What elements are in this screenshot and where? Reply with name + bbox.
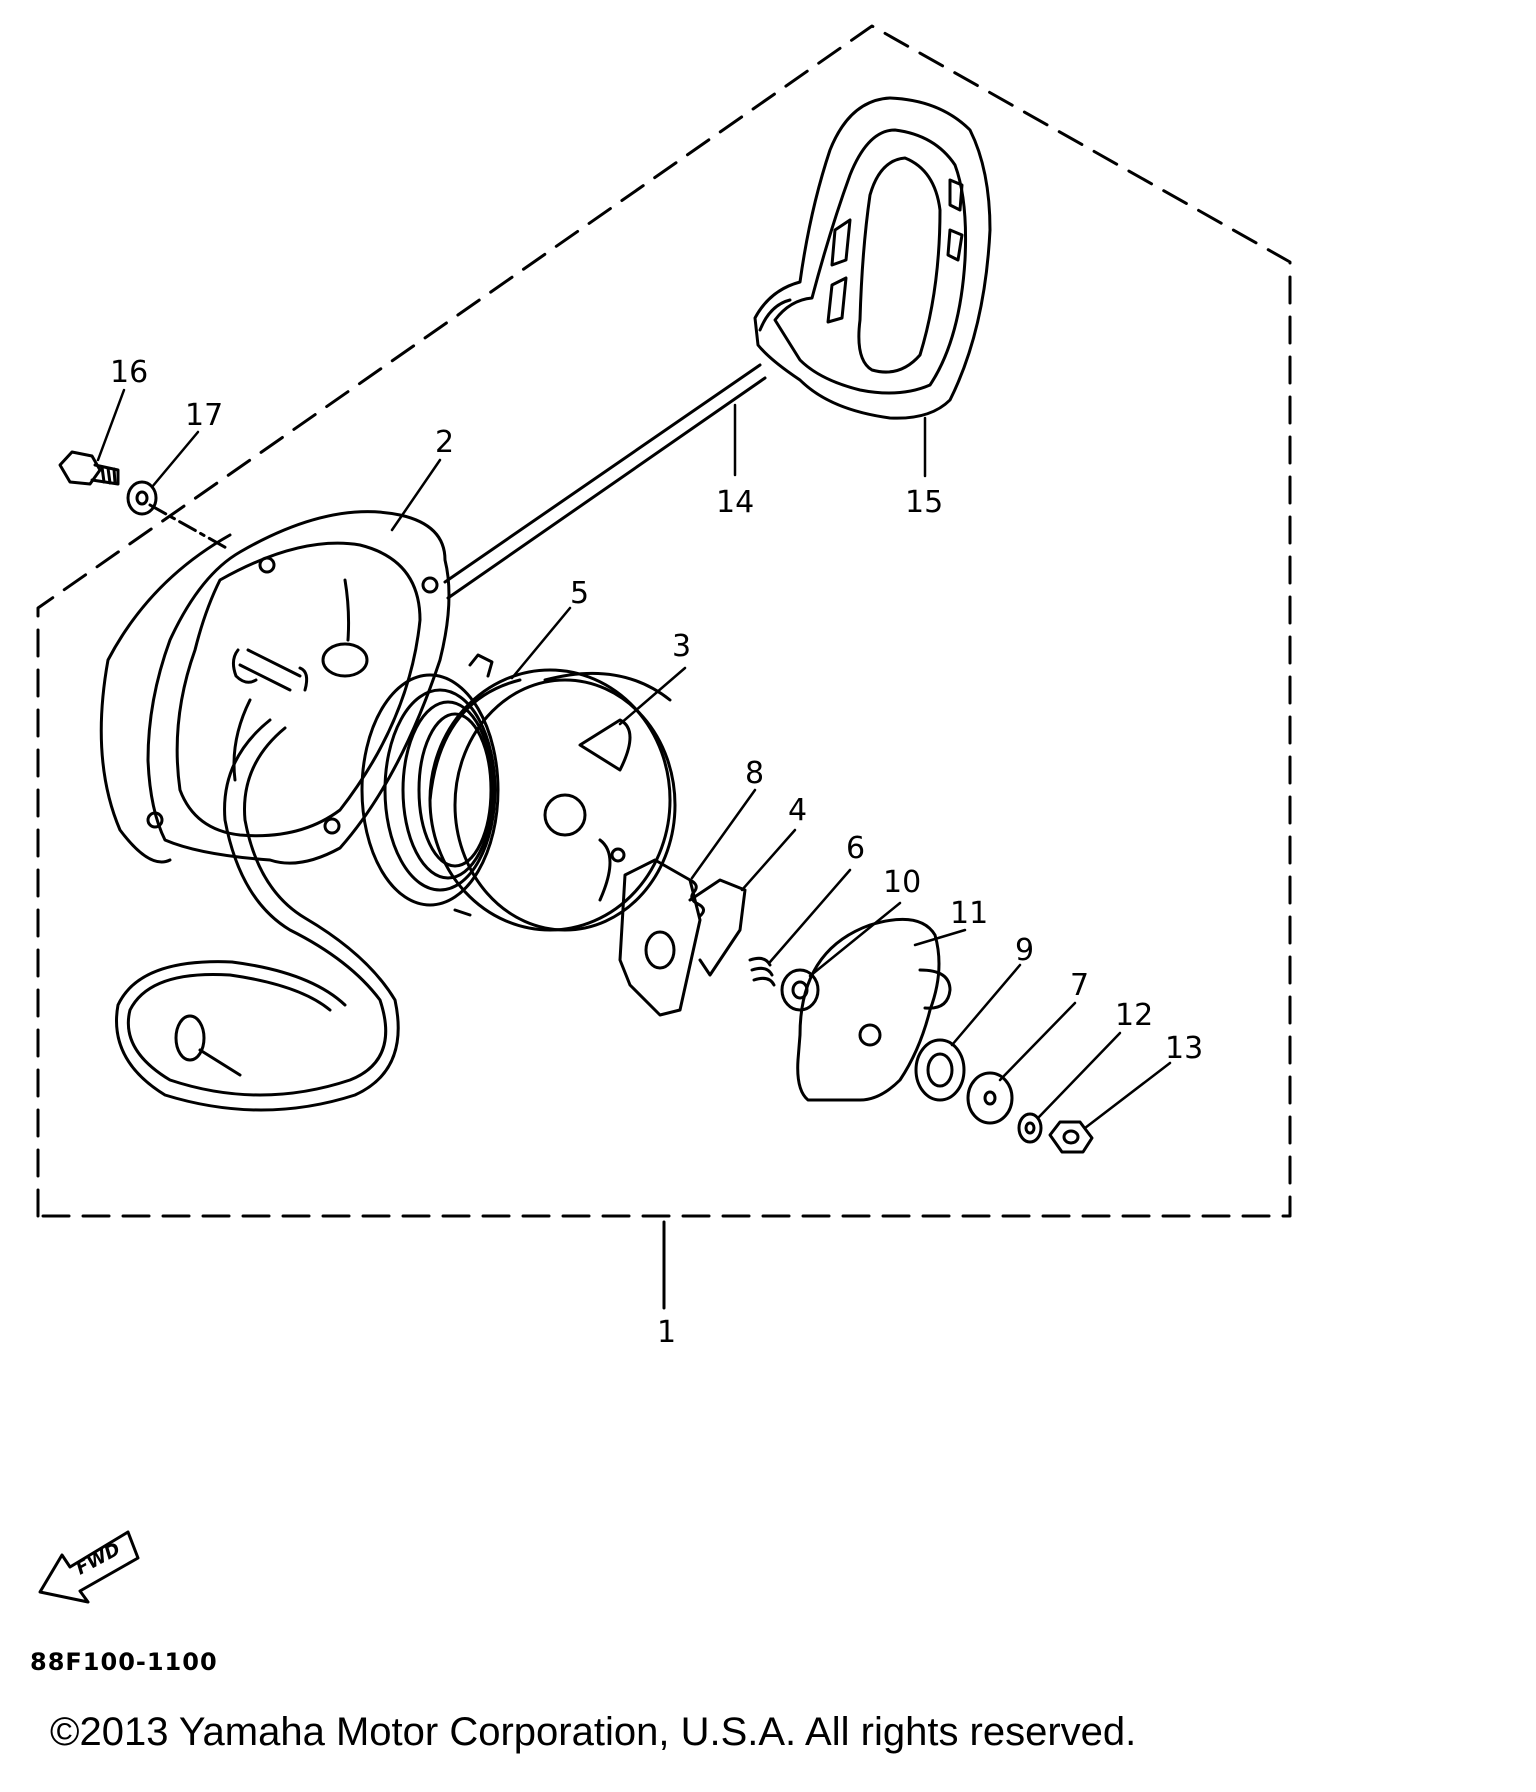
nut-13 xyxy=(1048,1120,1094,1154)
callout-17: 17 xyxy=(185,398,223,433)
part-code: 88F100-1100 xyxy=(30,1648,218,1676)
fwd-arrow-icon xyxy=(38,1530,140,1604)
callout-10: 10 xyxy=(883,865,921,900)
callout-6: 6 xyxy=(846,831,865,866)
callout-16: 16 xyxy=(110,355,148,390)
starter-handle xyxy=(753,96,992,420)
starter-rope xyxy=(115,363,767,1112)
assembly-boundary xyxy=(36,24,1292,1218)
leader-lines xyxy=(96,388,1172,1130)
callout-12: 12 xyxy=(1115,998,1153,1033)
callout-5: 5 xyxy=(570,576,589,611)
callout-3: 3 xyxy=(672,629,691,664)
callout-15: 15 xyxy=(905,485,943,520)
bolt-16 xyxy=(58,450,120,486)
callout-14: 14 xyxy=(716,485,754,520)
return-spring xyxy=(748,956,776,987)
pulley xyxy=(428,668,677,932)
callout-13: 13 xyxy=(1165,1031,1203,1066)
callout-labels: 1 2 3 4 5 6 7 8 9 10 11 12 13 14 15 16 1… xyxy=(72,355,1203,1579)
callout-4: 4 xyxy=(788,793,807,828)
callout-7: 7 xyxy=(1070,968,1089,1003)
callout-1: 1 xyxy=(657,1315,676,1350)
friction-plate xyxy=(796,917,952,1102)
callout-2: 2 xyxy=(435,425,454,460)
copyright-notice: ©2013 Yamaha Motor Corporation, U.S.A. A… xyxy=(50,1710,1137,1754)
callout-9: 9 xyxy=(1015,933,1034,968)
fwd-label: FWD xyxy=(72,1539,123,1580)
callout-11: 11 xyxy=(950,896,988,931)
spiral-spring xyxy=(360,653,500,907)
callout-8: 8 xyxy=(745,756,764,791)
washer-12 xyxy=(1017,1112,1043,1144)
bolt-axis-line xyxy=(148,503,232,552)
washer-9 xyxy=(914,1038,966,1102)
washer-7 xyxy=(966,1071,1014,1125)
recoil-housing xyxy=(99,510,451,865)
pawl-spring xyxy=(688,878,705,918)
drive-pawl xyxy=(618,858,747,1017)
washer-17 xyxy=(126,480,158,516)
